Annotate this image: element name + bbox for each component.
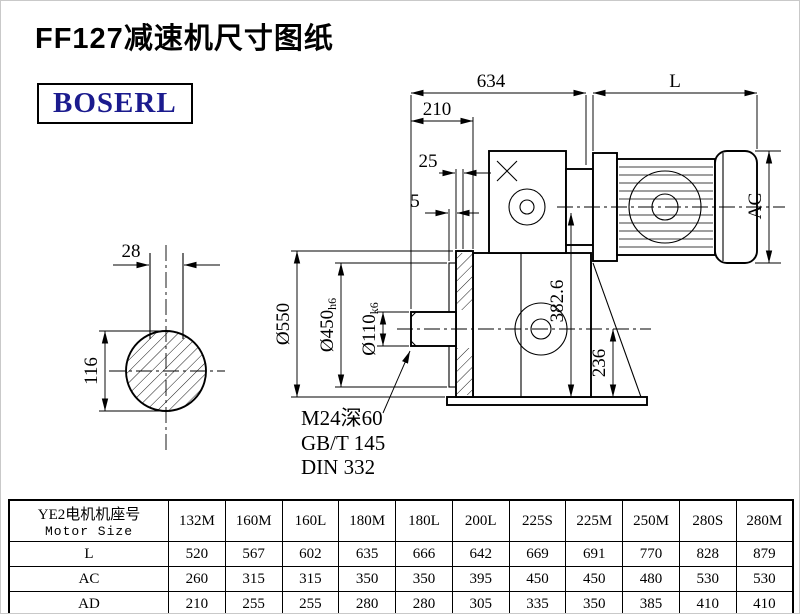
dim-634-label: 634 xyxy=(477,71,506,92)
table-cell: 280 xyxy=(338,591,397,613)
note-thread: M24深60 xyxy=(301,406,383,430)
column-header-225M: 225M xyxy=(565,499,624,542)
column-header-225S: 225S xyxy=(508,499,567,542)
table-cell: 770 xyxy=(622,541,680,567)
table-cell: 530 xyxy=(735,566,794,592)
table-cell: 520 xyxy=(168,541,226,567)
row-label-L: L xyxy=(8,541,169,567)
note-standard-gbt: GB/T 145 xyxy=(301,431,385,455)
dim-5-label: 5 xyxy=(410,191,420,212)
dim-25-label: 25 xyxy=(419,151,438,172)
column-header-160M: 160M xyxy=(224,499,283,542)
table-cell: 260 xyxy=(168,566,226,592)
gear-housing-tower xyxy=(488,150,567,254)
shaft-section-circle xyxy=(125,330,207,412)
dim-116-label: 116 xyxy=(81,357,102,385)
table-cell: 450 xyxy=(565,566,624,592)
table-cell: 335 xyxy=(508,591,567,613)
table-cell: 828 xyxy=(678,541,737,567)
table-cell: 410 xyxy=(735,591,794,613)
dim-236-label: 236 xyxy=(589,349,610,378)
table-cell: 879 xyxy=(735,541,794,567)
dim-28-label: 28 xyxy=(122,241,141,262)
column-header-280S: 280S xyxy=(678,499,737,542)
column-header-180M: 180M xyxy=(338,499,397,542)
drawing-title: FF127减速机尺寸图纸 xyxy=(35,23,334,55)
column-header-160L: 160L xyxy=(281,499,340,542)
table-cell: 530 xyxy=(678,566,737,592)
table-cell: 315 xyxy=(281,566,340,592)
table-cell: 395 xyxy=(451,566,510,592)
base-plate xyxy=(446,396,648,406)
dimension-drawing: 28 116 xyxy=(81,71,785,479)
column-header-180L: 180L xyxy=(395,499,453,542)
table-cell: 255 xyxy=(281,591,340,613)
dim-550-label: Ø550 xyxy=(273,303,294,345)
dim-210-label: 210 xyxy=(423,99,452,120)
dimensions: 634 L 210 25 5 Ø550 Ø450h6 Ø110k6 382.6 … xyxy=(273,71,781,479)
column-header-132M: 132M xyxy=(168,499,226,542)
note-standard-din: DIN 332 xyxy=(301,455,375,479)
dim-382-label: 382.6 xyxy=(547,280,568,323)
motor-size-header-cn: YE2电机机座号 xyxy=(37,507,141,523)
gearbox-main-view xyxy=(410,150,648,406)
brand-logo: BOSERL xyxy=(37,83,193,124)
column-header-250M: 250M xyxy=(622,499,680,542)
table-cell: 480 xyxy=(622,566,680,592)
row-label-AC: AC xyxy=(8,566,169,592)
table-cell: 567 xyxy=(224,541,283,567)
column-header-200L: 200L xyxy=(451,499,510,542)
column-header-280M: 280M xyxy=(735,499,794,542)
table-cell: 602 xyxy=(281,541,340,567)
table-cell: 642 xyxy=(451,541,510,567)
table-cell: 350 xyxy=(565,591,624,613)
table-cell: 635 xyxy=(338,541,397,567)
table-cell: 350 xyxy=(338,566,397,592)
table-cell: 666 xyxy=(395,541,453,567)
dim-450-label: Ø450h6 xyxy=(317,298,339,352)
table-cell: 691 xyxy=(565,541,624,567)
table-cell: 210 xyxy=(168,591,226,613)
shaft-end-view: 28 116 xyxy=(81,241,225,453)
dim-110-label: Ø110k6 xyxy=(359,302,381,356)
motor-size-header: YE2电机机座号 Motor Size xyxy=(8,499,169,542)
table-cell: 410 xyxy=(678,591,737,613)
centerlines xyxy=(397,206,785,330)
motor-size-header-en: Motor Size xyxy=(44,524,133,539)
table-cell: 280 xyxy=(395,591,453,613)
row-label-AD: AD xyxy=(8,591,169,613)
dim-L-label: L xyxy=(669,71,681,92)
table-cell: 315 xyxy=(224,566,283,592)
table-cell: 350 xyxy=(395,566,453,592)
table-cell: 305 xyxy=(451,591,510,613)
table-cell: 669 xyxy=(508,541,567,567)
table-cell: 385 xyxy=(622,591,680,613)
table-cell: 450 xyxy=(508,566,567,592)
dim-AC-label: AC xyxy=(745,193,766,219)
table-cell: 255 xyxy=(224,591,283,613)
